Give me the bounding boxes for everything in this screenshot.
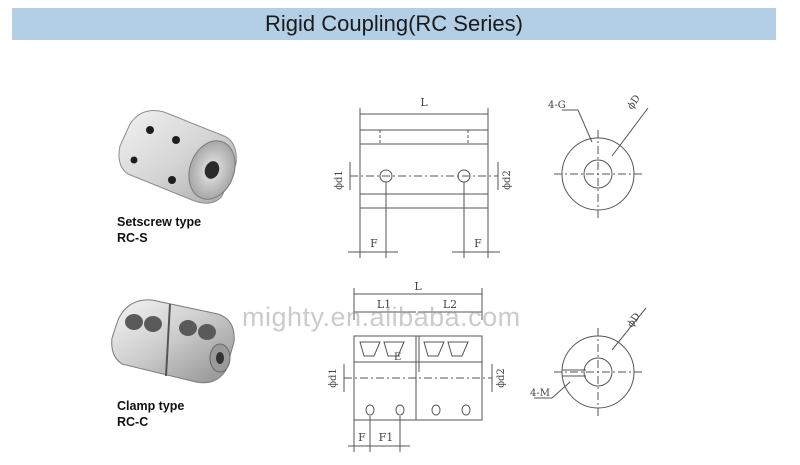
dim-F-left: F [370, 237, 378, 250]
setscrew-side-view-drawing: L ϕd1 ϕd2 F F [334, 96, 513, 258]
clamp-code: RC-C [117, 415, 149, 429]
clamp-coupling-photo [111, 299, 235, 384]
setscrew-caption: Setscrew type RC-S [117, 214, 201, 246]
dim-F1: F1 [379, 431, 394, 444]
watermark: mighty.en.alibaba.com [242, 302, 521, 332]
dim-D-top: ϕD [625, 93, 643, 111]
dim-L2: L2 [443, 298, 457, 311]
clamp-type-label: Clamp type [117, 399, 185, 413]
dim-F-clamp: F [358, 431, 366, 444]
setscrew-coupling-photo [118, 110, 237, 204]
setscrew-end-view-drawing: 4-G ϕD [548, 93, 649, 218]
dim-d1-clamp: ϕd1 [328, 368, 339, 388]
clamp-side-view-drawing: L L1 L2 E ϕd1 ϕd2 F F1 [328, 280, 507, 452]
dim-d2: ϕd2 [502, 170, 513, 190]
dim-L-clamp: L [414, 280, 422, 293]
dim-L1: L1 [377, 298, 391, 311]
dim-d2-clamp: ϕd2 [496, 368, 507, 388]
clamp-end-view-drawing: ϕD 4-M [530, 307, 647, 416]
dim-4-G: 4-G [548, 100, 566, 111]
clamp-caption: Clamp type RC-C [117, 398, 184, 430]
setscrew-code: RC-S [117, 231, 148, 245]
dim-4-M: 4-M [530, 388, 550, 399]
setscrew-type-label: Setscrew type [117, 215, 202, 229]
dim-E: E [394, 352, 401, 363]
dim-F-right: F [474, 237, 482, 250]
page-title: Rigid Coupling(RC Series) [265, 11, 523, 36]
dim-D-bottom: ϕD [625, 311, 643, 329]
dim-d1: ϕd1 [334, 170, 345, 190]
dim-L: L [420, 96, 428, 109]
title-bar: Rigid Coupling(RC Series) [12, 8, 776, 40]
